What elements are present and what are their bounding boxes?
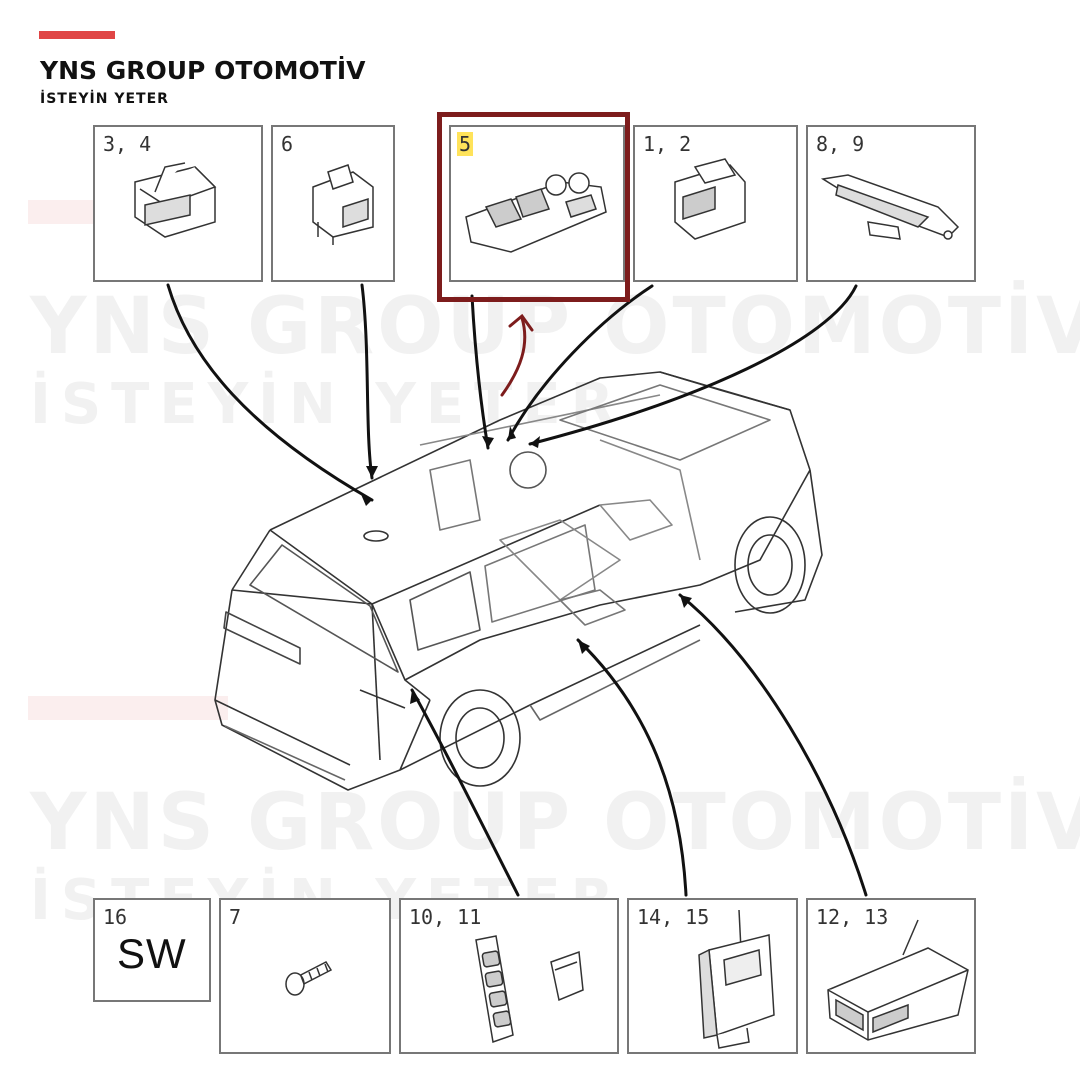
single-switch-icon	[674, 158, 746, 240]
part-box-10-11[interactable]: 10, 11	[399, 898, 619, 1054]
part-box-8-9[interactable]: 8, 9	[806, 125, 976, 282]
part-box-5[interactable]: 5	[449, 125, 625, 282]
window-switch-panel-icon	[465, 172, 607, 253]
switch-strip-icon	[820, 174, 960, 240]
highlighted-part-frame	[437, 112, 630, 302]
button-panel-icon	[475, 935, 584, 1044]
part-number-label: 8, 9	[816, 132, 865, 156]
part-box-3-4[interactable]: 3, 4	[93, 125, 263, 282]
part-number-label: 3, 4	[103, 132, 152, 156]
part-box-7[interactable]: 7	[219, 898, 391, 1054]
leader-line-1-2	[506, 284, 654, 442]
control-module-icon	[698, 909, 775, 1049]
highlight-arrow	[500, 313, 534, 397]
part-number-label: 5	[457, 132, 474, 156]
leader-line-8-9	[528, 284, 858, 446]
part-box-16[interactable]: 16 SW	[93, 898, 211, 1002]
part-box-1-2[interactable]: 1, 2	[633, 125, 798, 282]
part-number-label: 10, 11	[409, 905, 482, 929]
leader-line-6	[360, 283, 374, 480]
leader-line-3-4	[166, 283, 374, 502]
leader-lines	[166, 283, 868, 897]
part-number-label: 7	[229, 905, 242, 929]
brand-title: YNS GROUP OTOMOTİV	[40, 56, 366, 85]
car-illustration	[214, 371, 823, 791]
control-unit-icon	[827, 919, 969, 1041]
screw-icon	[285, 961, 333, 996]
leader-line-5	[470, 294, 490, 450]
leader-line-14-15	[576, 638, 688, 897]
seat-switch-icon	[312, 164, 374, 245]
leader-line-12-13	[678, 593, 868, 897]
rocker-switch-icon	[134, 162, 217, 238]
part-number-label: 12, 13	[816, 905, 889, 929]
part-number-label: 14, 15	[637, 905, 710, 929]
part-number-label: 1, 2	[643, 132, 692, 156]
part-number-label: 16	[103, 905, 128, 929]
brand-accent-bar	[39, 31, 115, 39]
part-box-12-13[interactable]: 12, 13	[806, 898, 976, 1054]
part-box-14-15[interactable]: 14, 15	[627, 898, 798, 1054]
leader-arrowheads	[360, 426, 692, 704]
software-icon: SW	[117, 930, 187, 977]
brand-tagline: İSTEYİN YETER	[40, 91, 169, 107]
part-box-6[interactable]: 6	[271, 125, 395, 282]
leader-line-10-11	[410, 688, 520, 897]
watermark-bar	[28, 696, 228, 720]
part-number-label: 6	[281, 132, 294, 156]
